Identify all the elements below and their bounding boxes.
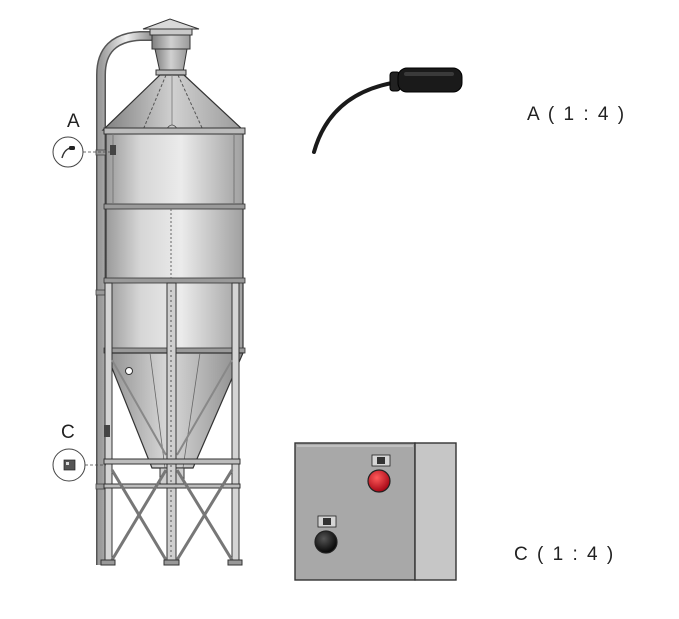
black-button	[314, 515, 338, 554]
silo-legs	[100, 282, 243, 566]
fill-pipe	[95, 31, 152, 565]
callout-c-letter: C	[61, 422, 75, 443]
detail-c-control-box	[294, 442, 457, 581]
red-button	[367, 454, 391, 493]
callout-c	[52, 448, 106, 482]
silo	[95, 18, 246, 566]
silo-cap	[142, 18, 200, 76]
detail-c-label: C ( 1 : 4 )	[514, 544, 616, 565]
callout-a	[52, 136, 112, 168]
sensor-mount	[110, 145, 116, 155]
detail-a-label: A ( 1 : 4 )	[527, 104, 627, 125]
detail-a-sensor	[312, 67, 463, 154]
callout-a-letter: A	[67, 111, 80, 132]
silo-roof	[101, 74, 245, 131]
control-box-mount	[104, 425, 110, 437]
